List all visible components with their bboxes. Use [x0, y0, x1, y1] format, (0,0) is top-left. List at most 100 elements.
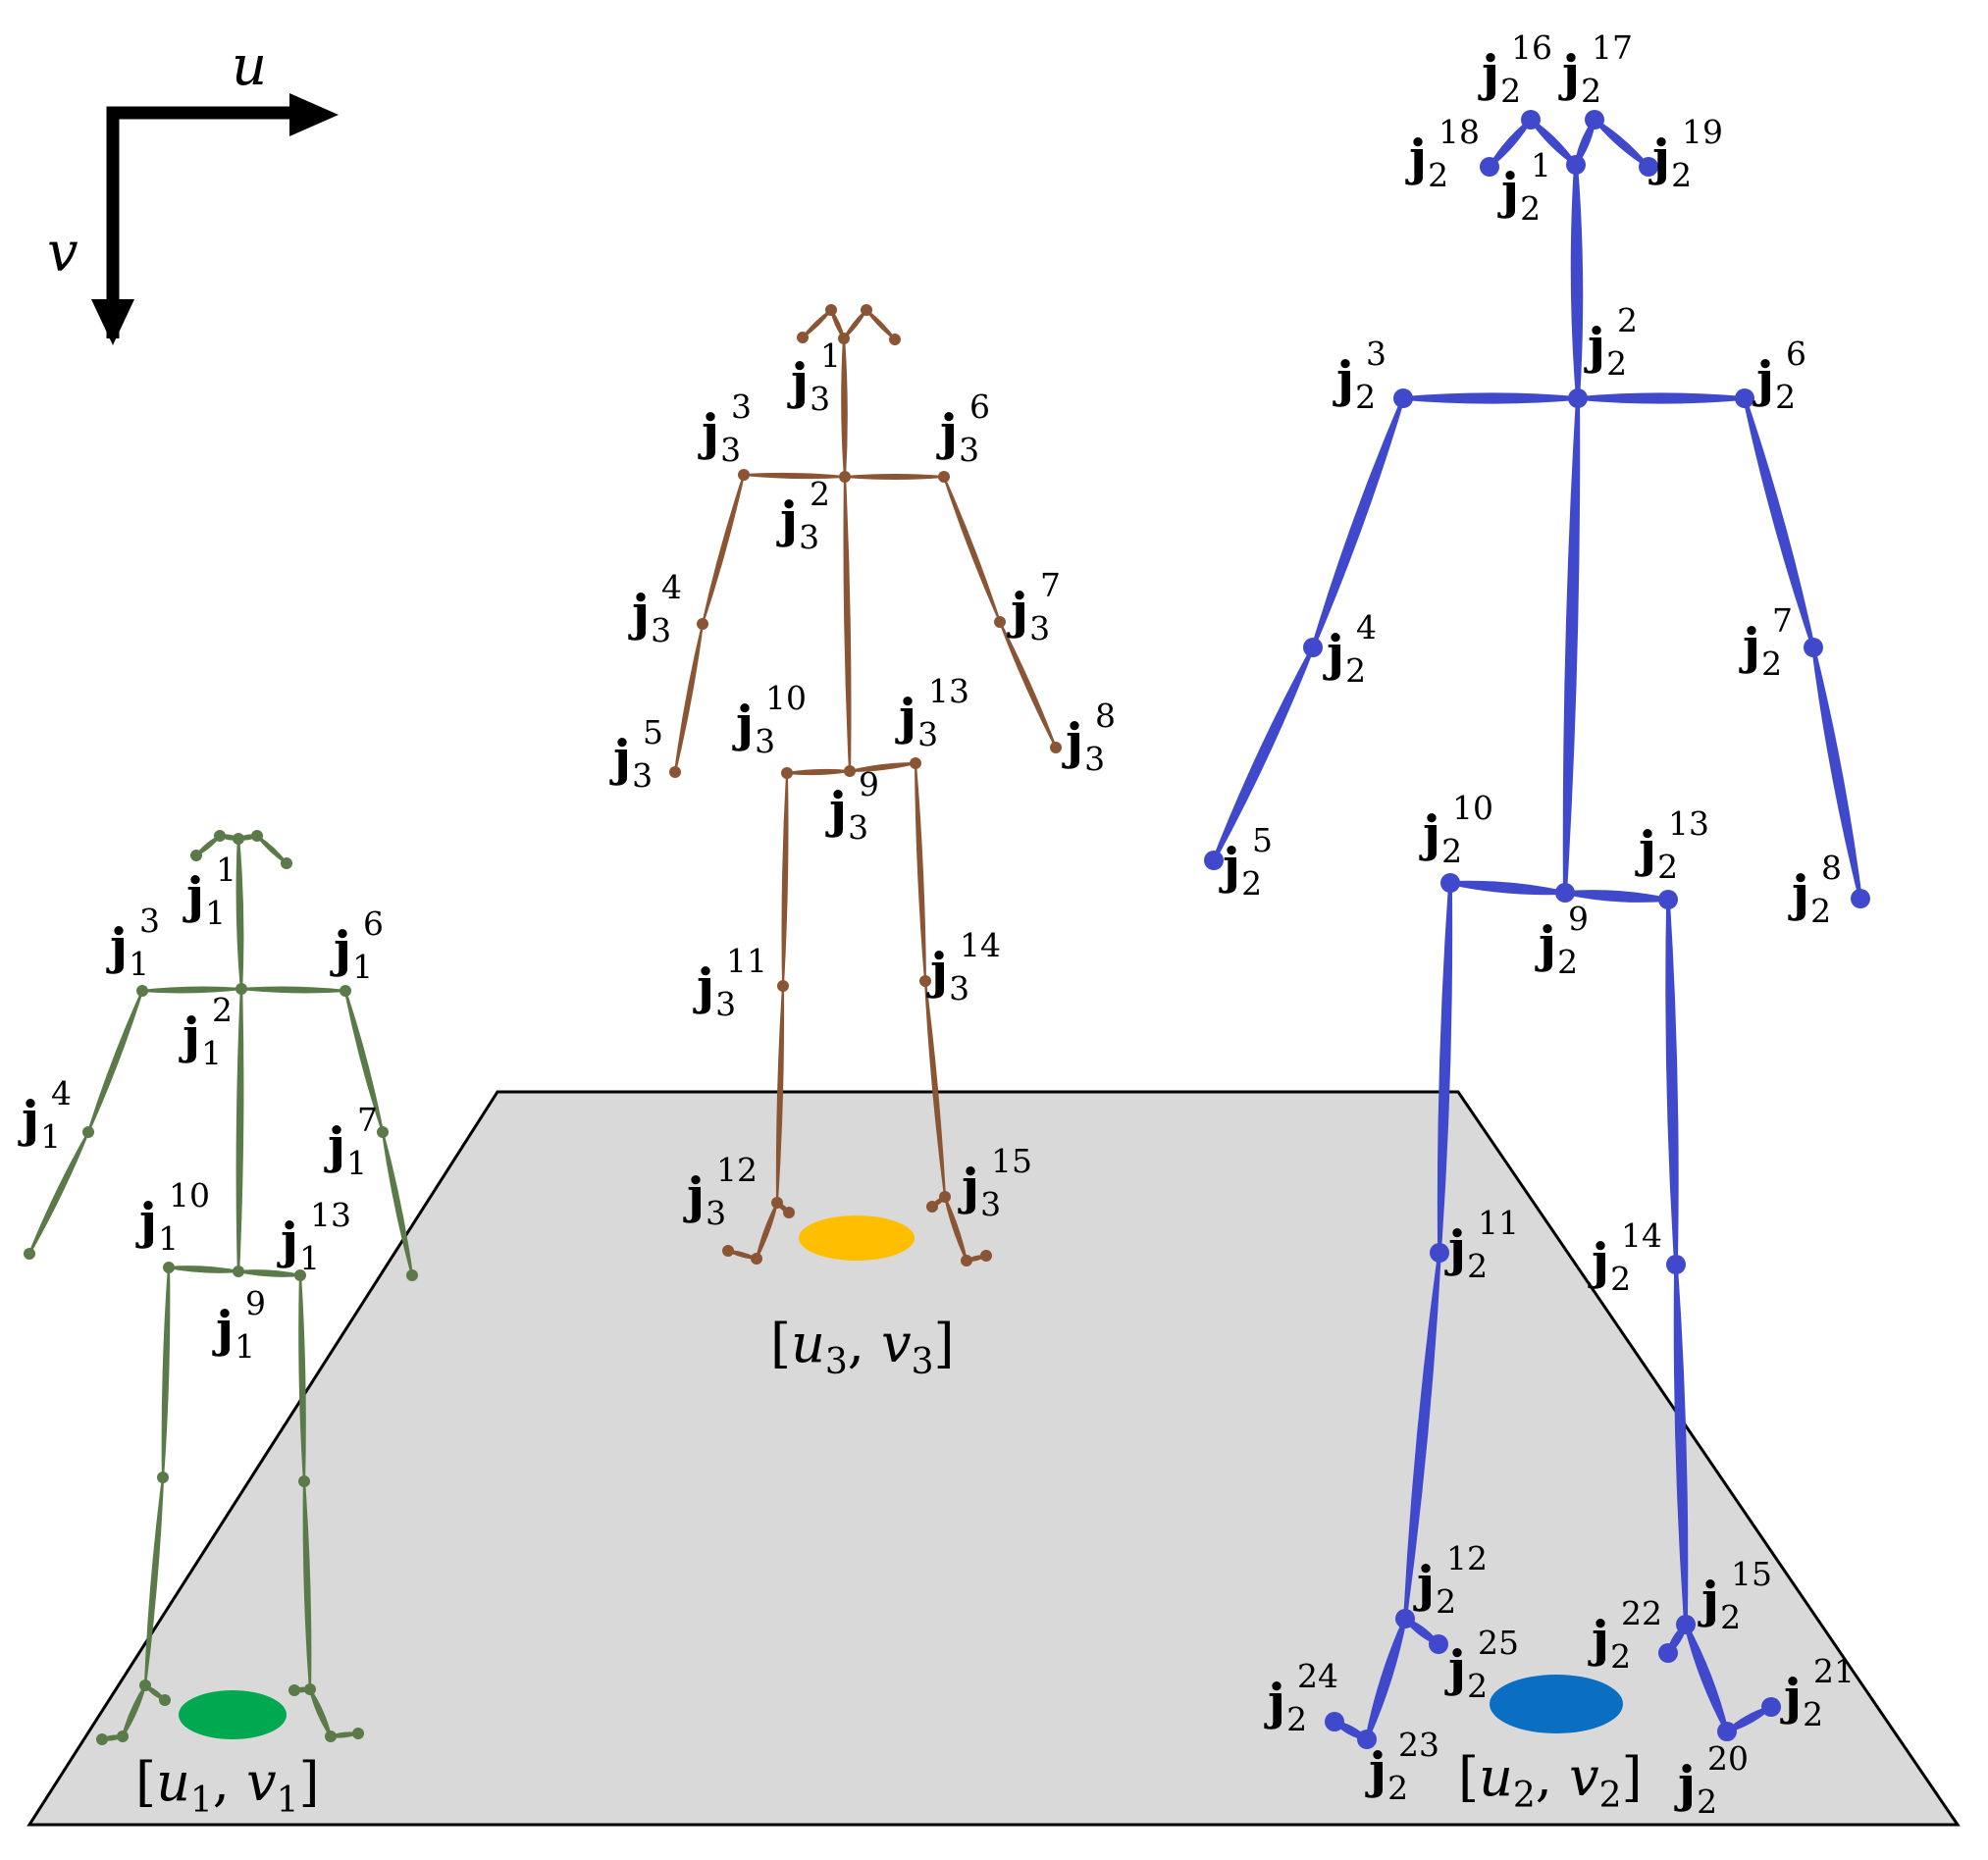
joint-p3-lheel: [751, 1253, 762, 1265]
joint-p1-lhip: [163, 1262, 175, 1273]
bone-p3-lel-lwr: [674, 623, 704, 773]
joint-p3-hrr: [889, 334, 901, 345]
foot-coord-label-1: [u1, v1]: [135, 1751, 320, 1821]
joint-p3-lwr: [669, 766, 681, 778]
joint-label-p1-4: j14: [18, 1074, 72, 1156]
joint-p1-rtoe: [288, 1684, 300, 1696]
bone-p1-neck-rsh: [239, 986, 347, 994]
joint-p1-neck: [235, 983, 247, 995]
bone-p3-head-neck: [841, 336, 848, 479]
joint-label-p3-14: j314: [926, 926, 1001, 1008]
joint-label-p3-8: j38: [1062, 697, 1116, 778]
joint-p2-pel: [1555, 883, 1575, 903]
bone-p3-lhip-lkn: [781, 772, 789, 987]
joint-p2-hl: [1521, 110, 1541, 129]
joint-label-p1-1: j11: [183, 851, 236, 932]
joint-p2-rheel: [1717, 1722, 1737, 1741]
joint-p1-ltoe: [159, 1694, 171, 1706]
joint-p2-lsh: [1393, 388, 1413, 408]
joint-p1-ran: [304, 1683, 316, 1695]
joint-p3-neck: [839, 471, 851, 483]
joint-label-p2-4: j24: [1323, 608, 1377, 690]
joint-label-p2-23: j223: [1365, 1726, 1439, 1807]
joint-p2-ran: [1676, 1615, 1696, 1634]
bone-p1-neck-pel: [235, 987, 244, 1273]
u-axis-label: u: [232, 34, 267, 98]
joint-label-p2-6: j26: [1753, 335, 1806, 416]
skeleton-person-2: [1204, 110, 1870, 1749]
joint-p2-rkn: [1666, 1255, 1686, 1274]
joint-label-p2-20: j220: [1674, 1739, 1749, 1821]
joint-p3-head: [838, 333, 850, 344]
joint-label-p2-7: j27: [1739, 601, 1793, 683]
joint-p3-rsh: [938, 471, 950, 483]
foot-marker-person-1: [179, 1690, 287, 1739]
joint-label-p2-10: j210: [1419, 789, 1493, 870]
bone-p3-hll-hl: [802, 309, 832, 338]
v-axis-label: v: [47, 221, 78, 284]
joint-label-p1-10: j110: [135, 1176, 210, 1258]
bone-p2-rhip-rkn: [1665, 898, 1679, 1266]
joint-p1-lht: [96, 1733, 108, 1745]
bone-p3-neck-rsh: [844, 474, 945, 480]
foot-marker-person-2: [1490, 1675, 1623, 1733]
joint-label-p2-13: j213: [1635, 804, 1709, 886]
joint-p3-lsh: [738, 469, 750, 481]
joint-p2-rel: [1804, 638, 1823, 657]
joint-p1-lkn: [157, 1472, 169, 1483]
joint-p2-lht: [1325, 1712, 1344, 1731]
joint-label-p2-5: j25: [1219, 821, 1273, 903]
joint-p2-lheel: [1357, 1730, 1377, 1749]
joint-label-p2-14: j214: [1588, 1216, 1662, 1298]
joint-label-p2-12: j212: [1413, 1539, 1488, 1621]
bone-p3-neck-pel: [843, 475, 852, 773]
joint-p3-hl: [825, 304, 837, 316]
joint-p1-rwr: [406, 1269, 418, 1281]
joint-p2-rwr: [1851, 889, 1870, 908]
joint-label-p1-13: j113: [277, 1196, 351, 1277]
joint-label-p2-19: j219: [1648, 113, 1723, 194]
bone-p1-pel-lhip: [167, 1266, 240, 1273]
joint-p1-rsh: [340, 985, 351, 997]
joint-p1-lel: [82, 1126, 94, 1138]
joint-label-p1-7: j17: [324, 1101, 378, 1182]
floor-plane: [26, 1090, 1961, 1827]
joint-p3-rht: [980, 1250, 992, 1262]
joint-label-p3-15: j315: [958, 1142, 1032, 1223]
bone-p2-hr-hrr: [1593, 118, 1650, 169]
joint-p3-hll: [797, 332, 809, 343]
joint-p2-lwr: [1204, 851, 1224, 870]
joint-p2-lhip: [1440, 873, 1460, 893]
joint-p3-lel: [697, 618, 708, 630]
joint-label-p2-16: j216: [1478, 28, 1552, 110]
joint-p3-lkn: [777, 980, 789, 992]
joint-p3-ltoe: [783, 1207, 795, 1218]
joint-label-p2-1: j21: [1497, 146, 1551, 228]
joint-p2-hll: [1480, 157, 1499, 177]
joint-label-p3-13: j313: [895, 672, 969, 753]
bone-p2-neck-pel: [1562, 395, 1581, 896]
joint-p1-hrr: [281, 857, 292, 869]
joint-label-p2-18: j218: [1405, 113, 1480, 194]
joint-p3-lhip: [781, 767, 793, 779]
foot-coord-label-2: [u2, v2]: [1458, 1746, 1643, 1816]
joint-label-p2-25: j225: [1444, 1624, 1519, 1705]
joint-label-p2-9: j29: [1535, 900, 1589, 981]
joint-label-p3-5: j35: [609, 713, 663, 795]
skeleton-person-1: [24, 830, 418, 1745]
joint-p3-rkn: [919, 975, 931, 987]
foot-marker-person-3: [799, 1215, 915, 1261]
bone-p2-head-neck: [1570, 162, 1584, 401]
joint-p2-hrr: [1639, 157, 1658, 177]
bone-p2-neck-lsh: [1401, 392, 1580, 404]
bone-p1-lhip-lkn: [161, 1266, 171, 1479]
joint-p3-lan: [771, 1197, 783, 1209]
joint-p3-ran: [939, 1191, 951, 1203]
joint-labels: j11j12j13j14j16j17j19j110j113j21j22j23j2…: [18, 28, 1855, 1821]
joint-p2-rtoe: [1658, 1643, 1678, 1663]
joint-label-p2-11: j211: [1444, 1204, 1519, 1285]
bone-p3-hr-hrr: [865, 309, 896, 340]
bone-p3-rsh-rel: [943, 476, 1001, 623]
joint-label-p2-8: j28: [1788, 849, 1842, 930]
